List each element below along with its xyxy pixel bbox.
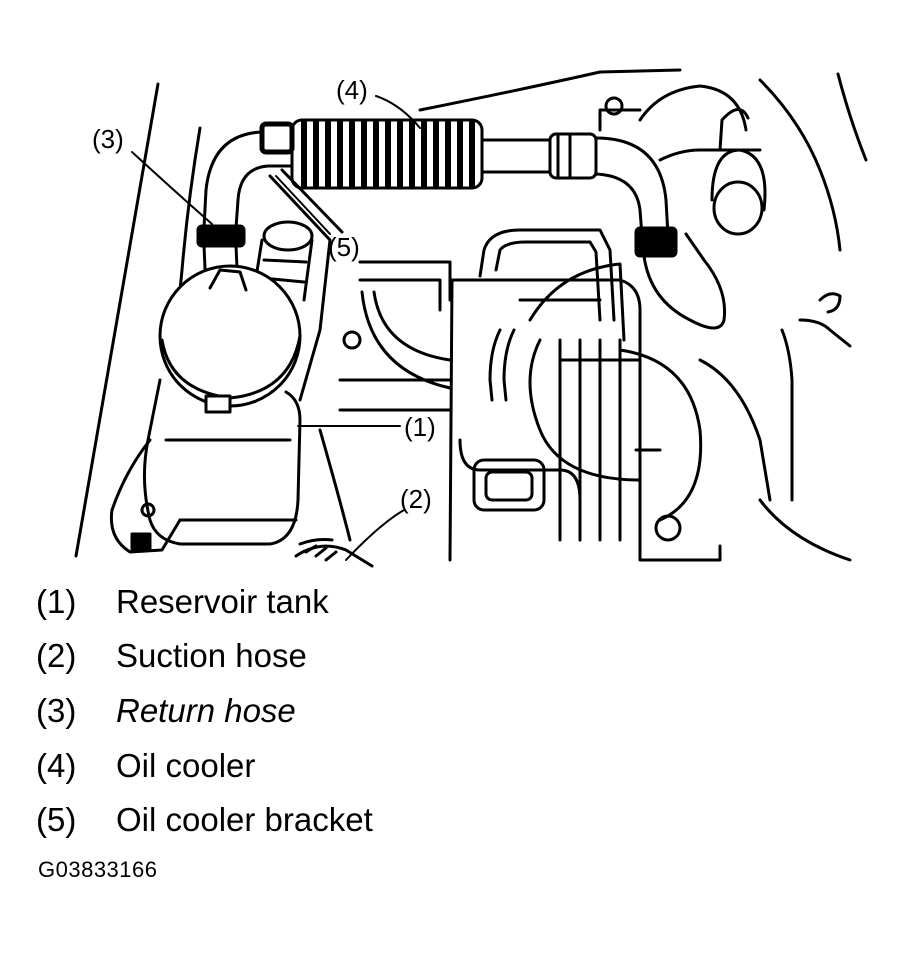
legend-number: (5) (36, 801, 77, 839)
right-fender-edge (836, 72, 868, 162)
left-inner-fender (174, 126, 202, 332)
callout-4: (4) (336, 75, 368, 105)
legend-item: (2) Suction hose (36, 629, 373, 684)
callout-5: (5) (328, 232, 360, 262)
reservoir-tank (109, 264, 302, 554)
oil-cooler-bracket (268, 168, 344, 402)
right-strut-tower (758, 78, 842, 252)
legend-number: (4) (36, 746, 77, 784)
right-wiring (758, 292, 852, 562)
legend-number: (3) (36, 691, 77, 729)
callout-2: (2) (400, 484, 432, 514)
suction-hose (294, 538, 374, 568)
legend-number: (1) (36, 582, 77, 620)
legend-label: Suction hose (116, 637, 307, 675)
upper-right-components (598, 84, 767, 236)
callout-1: (1) (404, 412, 436, 442)
hood-line (418, 68, 682, 112)
return-hose (196, 121, 295, 292)
leader-line-2 (345, 509, 405, 561)
legend-label: Oil cooler (116, 746, 256, 784)
leader-line-4 (375, 95, 421, 129)
leader-line-5 (275, 175, 331, 235)
leader-line-3 (131, 151, 213, 225)
hydraulic-lines (358, 228, 626, 402)
legend-item: (3) Return hose (36, 683, 373, 738)
legend-label: Reservoir tank (116, 582, 329, 620)
legend-item: (5) Oil cooler bracket (36, 792, 373, 847)
legend-item: (4) Oil cooler (36, 738, 373, 793)
legend-number: (2) (36, 637, 77, 675)
parts-legend: (1) Reservoir tank (2) Suction hose (3) … (36, 574, 373, 847)
legend-label: Return hose (116, 691, 296, 729)
alternator (528, 338, 772, 562)
figure-id: G03833166 (38, 857, 158, 882)
left-fender-edge (74, 82, 160, 558)
callout-3: (3) (92, 124, 124, 154)
oil-cooler (290, 118, 727, 330)
legend-item: (1) Reservoir tank (36, 574, 373, 629)
legend-label: Oil cooler bracket (116, 801, 373, 839)
